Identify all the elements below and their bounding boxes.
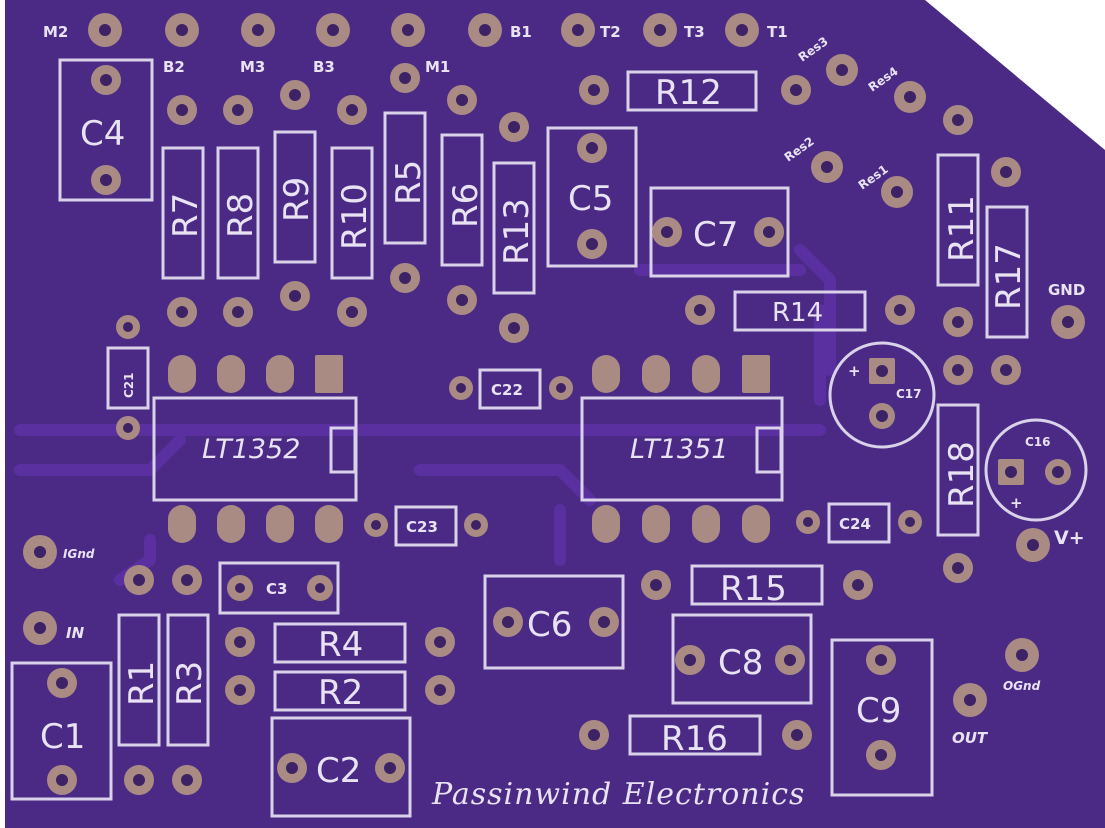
resistor-r18: R18 (936, 355, 982, 583)
resistor-r4: R4 (225, 622, 455, 665)
capacitor-c16: + C16 (984, 418, 1088, 522)
label-c9: C9 (856, 691, 901, 731)
capacitor-c5: C5 (546, 126, 638, 268)
label-out: OUT (952, 729, 989, 747)
ic-lt1351: LT1351 (580, 355, 784, 543)
brand-text: Passinwind Electronics (431, 777, 805, 812)
label-t1: T1 (767, 23, 788, 41)
capacitor-c6: C6 (483, 574, 625, 670)
capacitor-c8: C8 (671, 613, 813, 705)
capacitor-c1: C1 (10, 661, 113, 801)
traces (14, 244, 836, 586)
label-r14: R14 (772, 298, 823, 328)
connector-row: M2 B2 M3 B3 M1 B1 T2 T3 T1 (43, 13, 788, 76)
label-r1: R1 (122, 661, 162, 706)
resistor-r5: R5 (383, 63, 429, 293)
label-b2: B2 (163, 58, 185, 76)
plus-c17: + (848, 362, 861, 380)
capacitor-c17: + C17 (828, 341, 936, 449)
label-ignd: IGnd (63, 547, 95, 561)
resistor-r10: R10 (330, 95, 375, 327)
resistor-r8: R8 (216, 95, 261, 327)
label-c3: C3 (266, 580, 287, 598)
label-lt1352: LT1352 (202, 434, 300, 465)
resistor-r6: R6 (440, 85, 486, 315)
label-r9: R9 (277, 177, 317, 222)
resistor-r12: R12 (579, 70, 811, 113)
label-r15: R15 (720, 569, 787, 609)
capacitor-c2: C2 (270, 716, 412, 818)
label-r5: R5 (389, 160, 429, 205)
label-b3: B3 (313, 58, 335, 76)
label-b1: B1 (510, 23, 532, 41)
resistor-r17: R17 (985, 157, 1029, 385)
label-r13: R13 (497, 198, 537, 265)
label-c21: C21 (122, 372, 136, 398)
board-substrate (5, 0, 1105, 828)
capacitor-c21: C21 (106, 315, 150, 440)
label-r17: R17 (989, 243, 1029, 310)
label-r4: R4 (318, 625, 363, 665)
label-r7: R7 (166, 193, 206, 238)
capacitor-c24: C24 (796, 502, 922, 544)
label-t2: T2 (600, 23, 621, 41)
label-r3: R3 (170, 661, 210, 706)
label-r6: R6 (446, 183, 486, 228)
label-c5: C5 (568, 179, 613, 219)
resistor-r14: R14 (685, 290, 915, 332)
capacitor-c22: C22 (449, 368, 573, 410)
capacitor-c4: C4 (58, 58, 154, 202)
label-r16: R16 (661, 719, 728, 759)
label-c7: C7 (693, 215, 738, 255)
label-c16: C16 (1025, 435, 1051, 449)
resistor-r16: R16 (579, 714, 812, 759)
resistor-r7: R7 (161, 95, 206, 327)
label-c8: C8 (718, 643, 763, 683)
capacitor-c7: C7 (649, 186, 790, 278)
capacitor-c23: C23 (364, 505, 488, 547)
label-vplus: V+ (1054, 527, 1085, 549)
label-c6: C6 (527, 605, 572, 645)
resistor-r3: R3 (166, 565, 210, 795)
label-r18: R18 (942, 441, 982, 508)
label-r8: R8 (221, 193, 261, 238)
label-m3: M3 (240, 58, 265, 76)
resistor-r1: R1 (117, 565, 162, 795)
resistor-r13: R13 (492, 112, 537, 343)
resistor-r15: R15 (641, 564, 873, 609)
capacitor-c9: C9 (830, 638, 934, 797)
label-c1: C1 (40, 717, 85, 757)
label-gnd: GND (1048, 281, 1085, 299)
label-c17: C17 (896, 387, 922, 401)
label-r2: R2 (318, 673, 363, 713)
label-c2: C2 (316, 751, 361, 791)
label-c4: C4 (80, 114, 125, 154)
label-t3: T3 (684, 23, 705, 41)
plus-c16: + (1010, 494, 1023, 512)
label-in: IN (66, 624, 85, 642)
label-m2: M2 (43, 23, 68, 41)
label-r12: R12 (655, 73, 722, 113)
resistor-r11: R11 (936, 105, 982, 337)
label-c24: C24 (839, 515, 871, 533)
label-r11: R11 (942, 195, 982, 262)
label-c23: C23 (406, 518, 438, 536)
resistor-r2: R2 (225, 670, 455, 713)
label-r10: R10 (335, 183, 375, 250)
label-lt1351: LT1351 (630, 434, 728, 465)
label-m1: M1 (425, 58, 450, 76)
label-ognd: OGnd (1003, 679, 1041, 693)
resistor-r9: R9 (273, 80, 317, 311)
capacitor-c3: C3 (218, 561, 340, 615)
ic-lt1352: LT1352 (152, 355, 358, 543)
label-c22: C22 (491, 381, 523, 399)
